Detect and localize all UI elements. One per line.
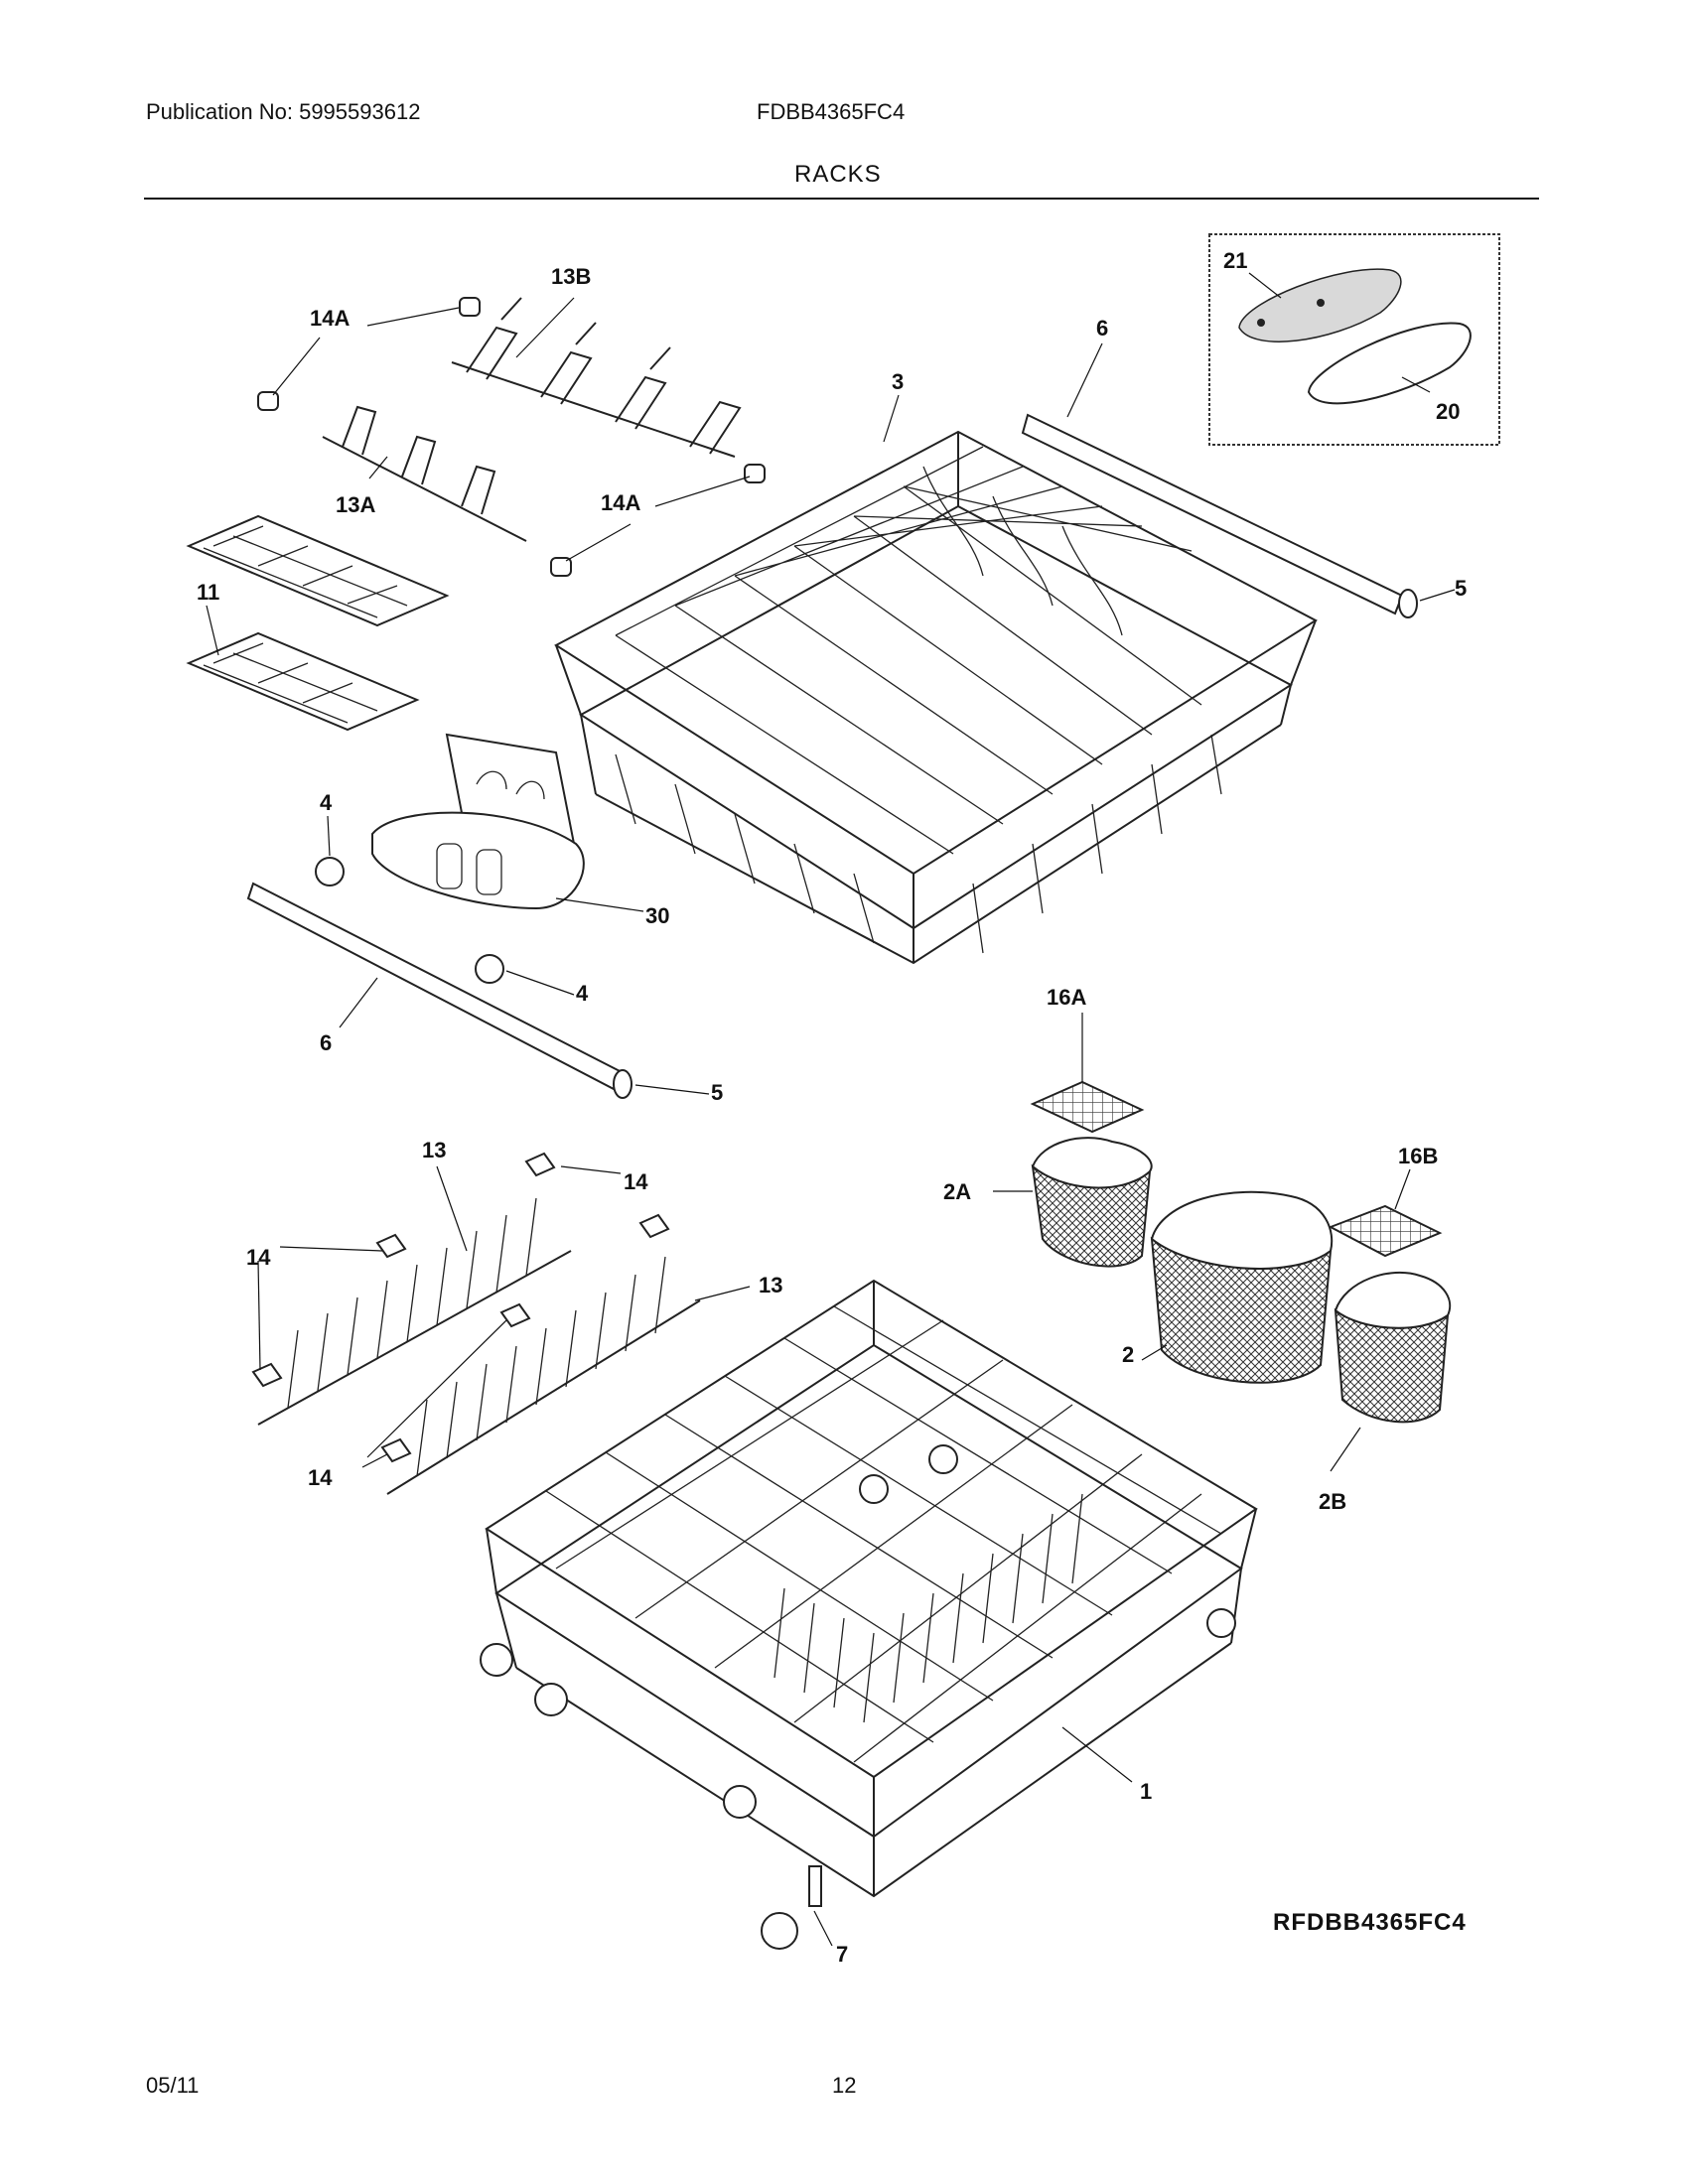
callout-4-bottom: 4 (576, 981, 589, 1006)
callout-7: 7 (836, 1942, 848, 1967)
callout-2B: 2B (1319, 1489, 1346, 1514)
model-number: FDBB4365FC4 (757, 99, 906, 124)
callout-4-top: 4 (320, 790, 333, 815)
section-title: RACKS (794, 161, 882, 188)
part-6-rails (246, 413, 1404, 1092)
callout-13A: 13A (336, 492, 375, 517)
part-7-wheel-assembly (761, 1865, 822, 1950)
callout-30: 30 (645, 903, 669, 928)
diagram-reference-code: RFDBB4365FC4 (1273, 1909, 1467, 1936)
part-5-end-caps (613, 589, 1418, 1099)
part-20-handle (1307, 322, 1472, 405)
part-30-handle-assembly (371, 733, 585, 910)
publication-number: Publication No: 5995593612 (146, 99, 421, 124)
callout-14-top: 14 (624, 1169, 648, 1194)
part-21-handle-cover (1238, 268, 1402, 342)
page-number: 12 (832, 2073, 857, 2098)
callout-14A-top: 14A (310, 306, 350, 331)
callout-11: 11 (197, 580, 219, 605)
part-14A-clips (257, 297, 766, 577)
callout-2A: 2A (943, 1179, 971, 1204)
part-16A-basket-cover (1030, 1080, 1145, 1134)
part-13A-cup-shelf (322, 405, 527, 542)
part-2-basket (1150, 1190, 1334, 1384)
callout-13B: 13B (551, 264, 591, 289)
callout-13-left: 13 (422, 1138, 446, 1162)
callout-20: 20 (1436, 399, 1460, 424)
callout-14-bottom: 14 (308, 1465, 333, 1490)
callout-14A-bottom: 14A (601, 490, 640, 515)
callout-2: 2 (1122, 1342, 1134, 1367)
callout-5-top: 5 (1455, 576, 1467, 601)
part-2B-basket (1334, 1271, 1452, 1424)
callout-14-left: 14 (246, 1245, 271, 1270)
callout-6-bottom: 6 (320, 1030, 332, 1055)
callout-1: 1 (1140, 1779, 1152, 1804)
part-2A-basket (1031, 1137, 1153, 1268)
part-3-upper-rack (554, 430, 1318, 965)
inset-box (1208, 233, 1500, 446)
callout-6-top: 6 (1096, 316, 1108, 341)
callout-16B: 16B (1398, 1144, 1438, 1168)
callout-16A: 16A (1047, 985, 1086, 1010)
part-11-trays (186, 514, 450, 732)
part-14-clips (251, 1152, 670, 1463)
part-13-tine-rows (257, 1197, 701, 1495)
part-1-lower-rack (480, 1279, 1258, 1898)
callout-21: 21 (1223, 248, 1247, 273)
part-4-knobs (315, 857, 504, 984)
callout-5-bottom: 5 (711, 1080, 723, 1105)
part-13B-cup-shelf (451, 297, 742, 458)
leader-lines (206, 297, 1456, 1947)
footer-date: 05/11 (146, 2073, 200, 2098)
callout-3: 3 (892, 369, 904, 394)
header-rule (144, 198, 1539, 200)
callout-13-right: 13 (759, 1273, 782, 1297)
part-16B-basket-cover (1328, 1204, 1443, 1258)
callout-labels: 14A 13B 13A 14A 11 3 6 21 20 5 4 30 4 6 … (197, 248, 1467, 1967)
